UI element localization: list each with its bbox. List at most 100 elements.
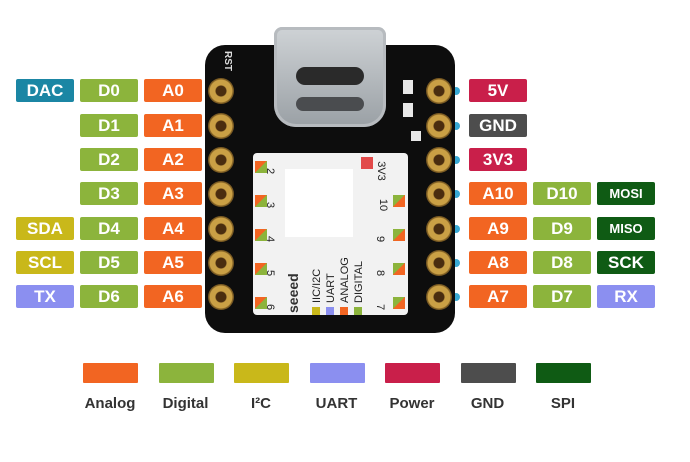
pin-color-marker xyxy=(393,297,405,309)
legend-label-gnd: GND xyxy=(470,395,505,412)
pin-label-a0: A0 xyxy=(144,79,202,102)
pin-color-marker xyxy=(255,195,267,207)
pin-label-d5: D5 xyxy=(80,251,138,274)
pin-number-right: 7 xyxy=(374,303,387,311)
pin-label-miso: MISO xyxy=(597,217,655,240)
solder-pad xyxy=(208,113,234,139)
pin-label-dac: DAC xyxy=(16,79,74,102)
solder-pad xyxy=(426,284,452,310)
function-label: ANALOG xyxy=(339,257,351,303)
pin-label-a1: A1 xyxy=(144,114,202,137)
pin-label-a6: A6 xyxy=(144,285,202,308)
legend-swatch-i2c xyxy=(234,363,289,383)
pin-label-d7: D7 xyxy=(533,285,591,308)
pin-label-tx: TX xyxy=(16,285,74,308)
brand-logo: seeed xyxy=(285,273,301,313)
usb-c-port-shadow xyxy=(296,97,364,111)
pin-connector-dot xyxy=(452,293,460,301)
pin-label-d6: D6 xyxy=(80,285,138,308)
chip-label-area xyxy=(285,169,353,237)
pin-label-d10: D10 xyxy=(533,182,591,205)
solder-pad xyxy=(426,181,452,207)
legend-swatch-power xyxy=(385,363,440,383)
legend-swatch-uart xyxy=(309,363,365,383)
pin-label-a3: A3 xyxy=(144,182,202,205)
solder-pad xyxy=(208,78,234,104)
pin-label-d1: D1 xyxy=(80,114,138,137)
solder-pad xyxy=(426,113,452,139)
legend-swatch-spi xyxy=(536,363,591,383)
pin-label-a2: A2 xyxy=(144,148,202,171)
pin-label-a8: A8 xyxy=(469,251,527,274)
legend-label-i2c: I²C xyxy=(251,395,271,412)
solder-pad xyxy=(426,250,452,276)
solder-pad xyxy=(208,181,234,207)
solder-pad xyxy=(426,216,452,242)
pin-connector-dot xyxy=(452,259,460,267)
solder-pad xyxy=(208,284,234,310)
pin-connector-dot xyxy=(452,87,460,95)
solder-pad xyxy=(208,216,234,242)
function-label: IIC/I2C xyxy=(311,268,323,303)
legend-label-uart: UART xyxy=(315,395,358,412)
pin-connector-dot xyxy=(452,190,460,198)
function-color-square xyxy=(312,307,320,315)
pin-label-d9: D9 xyxy=(533,217,591,240)
pin-color-marker xyxy=(255,297,267,309)
pin-label-d3: D3 xyxy=(80,182,138,205)
pin-number-right: 3V3 xyxy=(374,161,387,181)
pin-label-d0: D0 xyxy=(80,79,138,102)
pin-color-marker xyxy=(393,263,405,275)
legend-label-power: Power xyxy=(389,395,435,412)
pin-color-marker xyxy=(255,161,267,173)
solder-pad xyxy=(426,147,452,173)
solder-pad xyxy=(426,78,452,104)
function-color-square xyxy=(354,307,362,315)
pin-label-sck: SCK xyxy=(597,251,655,274)
pin-label-scl: SCL xyxy=(16,251,74,274)
pin-label-gnd: GND xyxy=(469,114,527,137)
pin-label-5v: 5V xyxy=(469,79,527,102)
solder-pad xyxy=(208,147,234,173)
pin-color-marker xyxy=(255,229,267,241)
pin-label-d8: D8 xyxy=(533,251,591,274)
pin-label-a4: A4 xyxy=(144,217,202,240)
pin-color-marker xyxy=(393,229,405,241)
legend-label-spi: SPI xyxy=(550,395,576,412)
function-label: DIGITAL xyxy=(353,261,365,303)
pin-number-right: 9 xyxy=(374,235,387,243)
pin-label-d2: D2 xyxy=(80,148,138,171)
led-component xyxy=(403,80,413,94)
legend-label-analog: Analog xyxy=(84,395,136,412)
pin-color-marker xyxy=(393,195,405,207)
function-color-square xyxy=(340,307,348,315)
rst-label: RST xyxy=(222,51,233,71)
legend-swatch-digital xyxy=(158,363,214,383)
pin-connector-dot xyxy=(452,225,460,233)
usb-c-port xyxy=(296,67,364,85)
pin-label-rx: RX xyxy=(597,285,655,308)
pin-label-a7: A7 xyxy=(469,285,527,308)
pin-label-d4: D4 xyxy=(80,217,138,240)
pin-label-mosi: MOSI xyxy=(597,182,655,205)
pin-number-right: 10 xyxy=(377,198,390,212)
pin-label-a5: A5 xyxy=(144,251,202,274)
usb-c-connector xyxy=(274,27,386,127)
pin-label-a9: A9 xyxy=(469,217,527,240)
pin-color-marker xyxy=(255,263,267,275)
function-label: UART xyxy=(325,273,337,303)
legend-swatch-gnd xyxy=(460,363,516,383)
3v3-marker xyxy=(361,157,373,169)
pin-connector-dot xyxy=(452,156,460,164)
function-color-square xyxy=(326,307,334,315)
legend-swatch-analog xyxy=(83,363,138,383)
pin-number-right: 8 xyxy=(374,269,387,277)
solder-pad xyxy=(208,250,234,276)
button-component xyxy=(411,131,421,141)
legend-label-digital: Digital xyxy=(162,395,209,412)
pin-label-3v3: 3V3 xyxy=(469,148,527,171)
pin-label-a10: A10 xyxy=(469,182,527,205)
led-component xyxy=(403,103,413,117)
